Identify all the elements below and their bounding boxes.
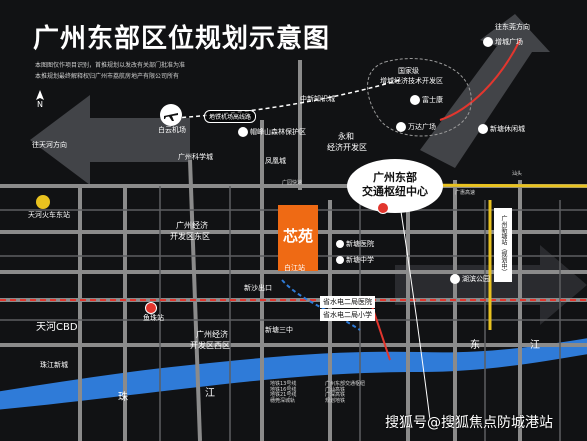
project-name: 芯苑 [282,227,313,245]
hospital-icon [336,240,344,248]
river-char-dong: 东 [470,340,480,351]
label-wanda: 万达广场 [408,123,436,131]
arrow-to-tianhe [30,95,190,185]
train-icon [36,195,50,209]
mall-icon [396,122,406,132]
label-guanghui: 广惠高速 [455,190,476,196]
station-icon-yuzhu [145,302,157,314]
river [0,338,587,410]
legend-item: 规划地铁 [325,397,346,404]
label-tianhe-station: 天河火车东站 [28,211,70,219]
label-yonghe: 永和 [338,132,354,141]
compass-arrow [36,90,44,100]
label-dev-east-2: 开发区东区 [170,232,210,241]
zone-outline [367,58,472,137]
label-xintang-3: 新塘三中 [265,326,293,334]
label-dev-east-1: 广州经济 [176,221,208,230]
hub-line-1: 广州东部 [373,171,417,184]
label-hubin-park: 湖滨公园 [462,275,490,283]
legend-col-2: 广州东部交通枢纽 广汕高铁 广深高铁 规划地铁 [325,381,445,404]
metro-red-north [439,39,521,121]
label-hospital-2: 省水电二局医院 [320,296,375,308]
label-xintang-plaza: 新塘休闲城 [490,125,525,133]
label-wetland: 帽峰山森林保护区 [250,128,306,136]
label-xintang-mid: 新塘中学 [346,256,374,264]
label-zhujiang-new: 珠江新城 [40,361,68,369]
watermark: 搜狐号@搜狐焦点防城港站 [385,415,553,431]
school-icon [336,256,344,264]
label-yonghe-2: 经济开发区 [327,143,367,152]
label-zengcheng-plaza: 增城广场 [495,38,523,46]
label-xintang: 新塘站 [390,202,411,210]
label-dev-west-1: 广州经济 [196,330,228,339]
label-zhongxin: 中新知识城 [300,95,335,103]
legend-item: 广汕高铁 [325,386,346,393]
metro-station-icon [377,202,389,214]
legend-item: 地铁16号线 [270,386,297,393]
label-guangshan: 广园快速 [282,180,303,186]
label-science-city: 广州科学城 [178,153,213,161]
park-icon [450,274,460,284]
label-dev-west-2: 开发区西区 [190,341,230,350]
page-title: 广州东部区位规划示意图 [33,24,331,54]
note-line-2: 本推规划最终解释权归广州市荔航房地产有限公司所有 [35,73,180,80]
legend-item: 广深高铁 [325,392,346,398]
airplane-icon [160,104,182,126]
river-char-zhu: 珠 [118,392,128,403]
river-char-jiang: 江 [205,388,215,399]
hub-line-2: 交通枢纽中心 [362,185,428,198]
legend-item: 穗莞深城轨 [270,397,296,404]
transport-hub: 广州东部 交通枢纽中心 [347,159,443,213]
label-tianhe-cbd: 天河CBD [36,322,78,333]
label-national-2: 增城经济技术开发区 [380,77,443,85]
leaf-icon [238,127,248,137]
legend-item: 地铁21号线 [270,392,297,398]
legend-item: 地铁13号线 [270,381,297,387]
label-shantou: 汕头 [512,171,523,177]
compass-label: N [37,100,43,109]
project-station: 白江站 [284,264,305,272]
project-marker[interactable]: 芯苑 [278,205,318,271]
label-xintang-hospital: 新塘医院 [346,240,374,248]
legend: 地铁13号线 地铁16号线 地铁21号线 穗莞深城轨 [270,381,390,404]
river-char-jiang-2: 江 [530,340,540,351]
label-xinsha-port: 新沙出口 [244,284,272,292]
factory-icon [410,95,420,105]
label-yuzhu: 鱼珠站 [143,314,164,322]
label-fushikang: 富士康 [422,96,443,104]
label-to-dongguan: 往东莞方向 [495,23,530,31]
note-line-1: 本图图仅作项目识别，首推规划以发改有关部门批准为准 [35,62,186,69]
side-station-label: 广州新塘站（规划中） [494,208,512,282]
legend-item: 广州东部交通枢纽 [325,381,366,387]
metro-line-south [399,204,431,421]
label-fenghuang: 凤凰城 [265,157,286,165]
label-airport-road: 地铁机场高线路 [204,110,257,123]
label-tianhe-dir: 往天河方向 [32,141,67,149]
leisure-icon [478,124,488,134]
label-national-1: 国家级 [398,67,419,75]
label-airport: 白云机场 [158,126,186,134]
plaza-icon [483,37,493,47]
label-primary-school: 省水电二局小学 [320,309,375,321]
metro-blue [281,279,361,331]
